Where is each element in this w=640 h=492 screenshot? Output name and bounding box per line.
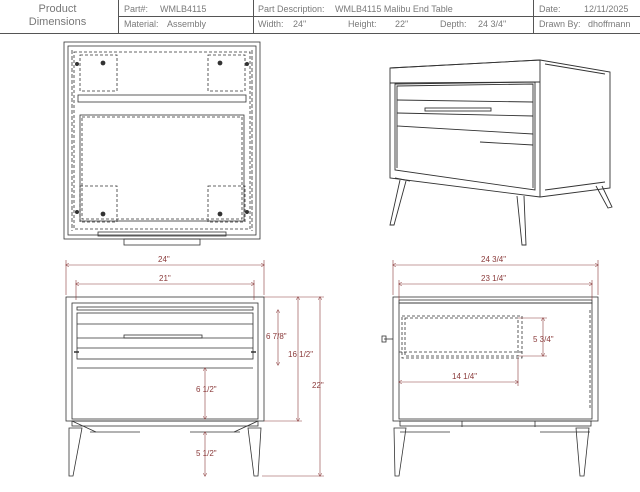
dim-drawer-height: 6 7/8" — [266, 332, 287, 341]
title-line-1: Product — [38, 3, 77, 15]
dim-body-height: 16 1/2" — [288, 350, 313, 359]
drawing-title: Product Dimensions — [0, 3, 115, 29]
part-no-label: Part#: — [124, 4, 149, 14]
height-value: 22" — [395, 19, 409, 29]
part-no-value: WMLB4115 — [160, 4, 207, 14]
dim-inner-width: 21" — [159, 274, 171, 283]
dim-shelf-height: 6 1/2" — [196, 385, 217, 394]
width-label: Width: — [258, 19, 284, 29]
isometric-view — [389, 59, 613, 246]
front-view — [65, 296, 265, 477]
part-description-value: WMLB4115 Malibu End Table — [335, 4, 453, 14]
material-value: Assembly — [167, 19, 207, 29]
title-block: Product Dimensions Part#: WMLB4115 Mater… — [0, 0, 640, 34]
dim-inner-depth: 23 1/4" — [481, 274, 506, 283]
height-label: Height: — [348, 19, 377, 29]
top-view — [63, 41, 261, 246]
title-line-2: Dimensions — [28, 16, 87, 28]
side-view — [381, 296, 599, 477]
material-label: Material: — [124, 19, 159, 29]
dim-overall-width: 24" — [158, 255, 170, 264]
dim-overall-height: 22" — [312, 381, 324, 390]
depth-label: Depth: — [440, 19, 467, 29]
part-description-label: Part Description: — [258, 4, 325, 14]
dim-drawer-depth: 14 1/4" — [452, 372, 477, 381]
drawn-by-value: dhoffmann — [588, 19, 631, 29]
width-value: 24" — [293, 19, 307, 29]
drawn-by-label: Drawn By: — [539, 19, 581, 29]
side-dimension-lines — [393, 260, 598, 386]
front-dimension-lines — [66, 260, 324, 476]
date-value: 12/11/2025 — [584, 4, 629, 14]
dim-drawer-box-height: 5 3/4" — [533, 335, 554, 344]
dim-overall-depth: 24 3/4" — [481, 255, 506, 264]
date-label: Date: — [539, 4, 561, 14]
depth-value: 24 3/4" — [478, 19, 507, 29]
dim-leg-height: 5 1/2" — [196, 449, 217, 458]
